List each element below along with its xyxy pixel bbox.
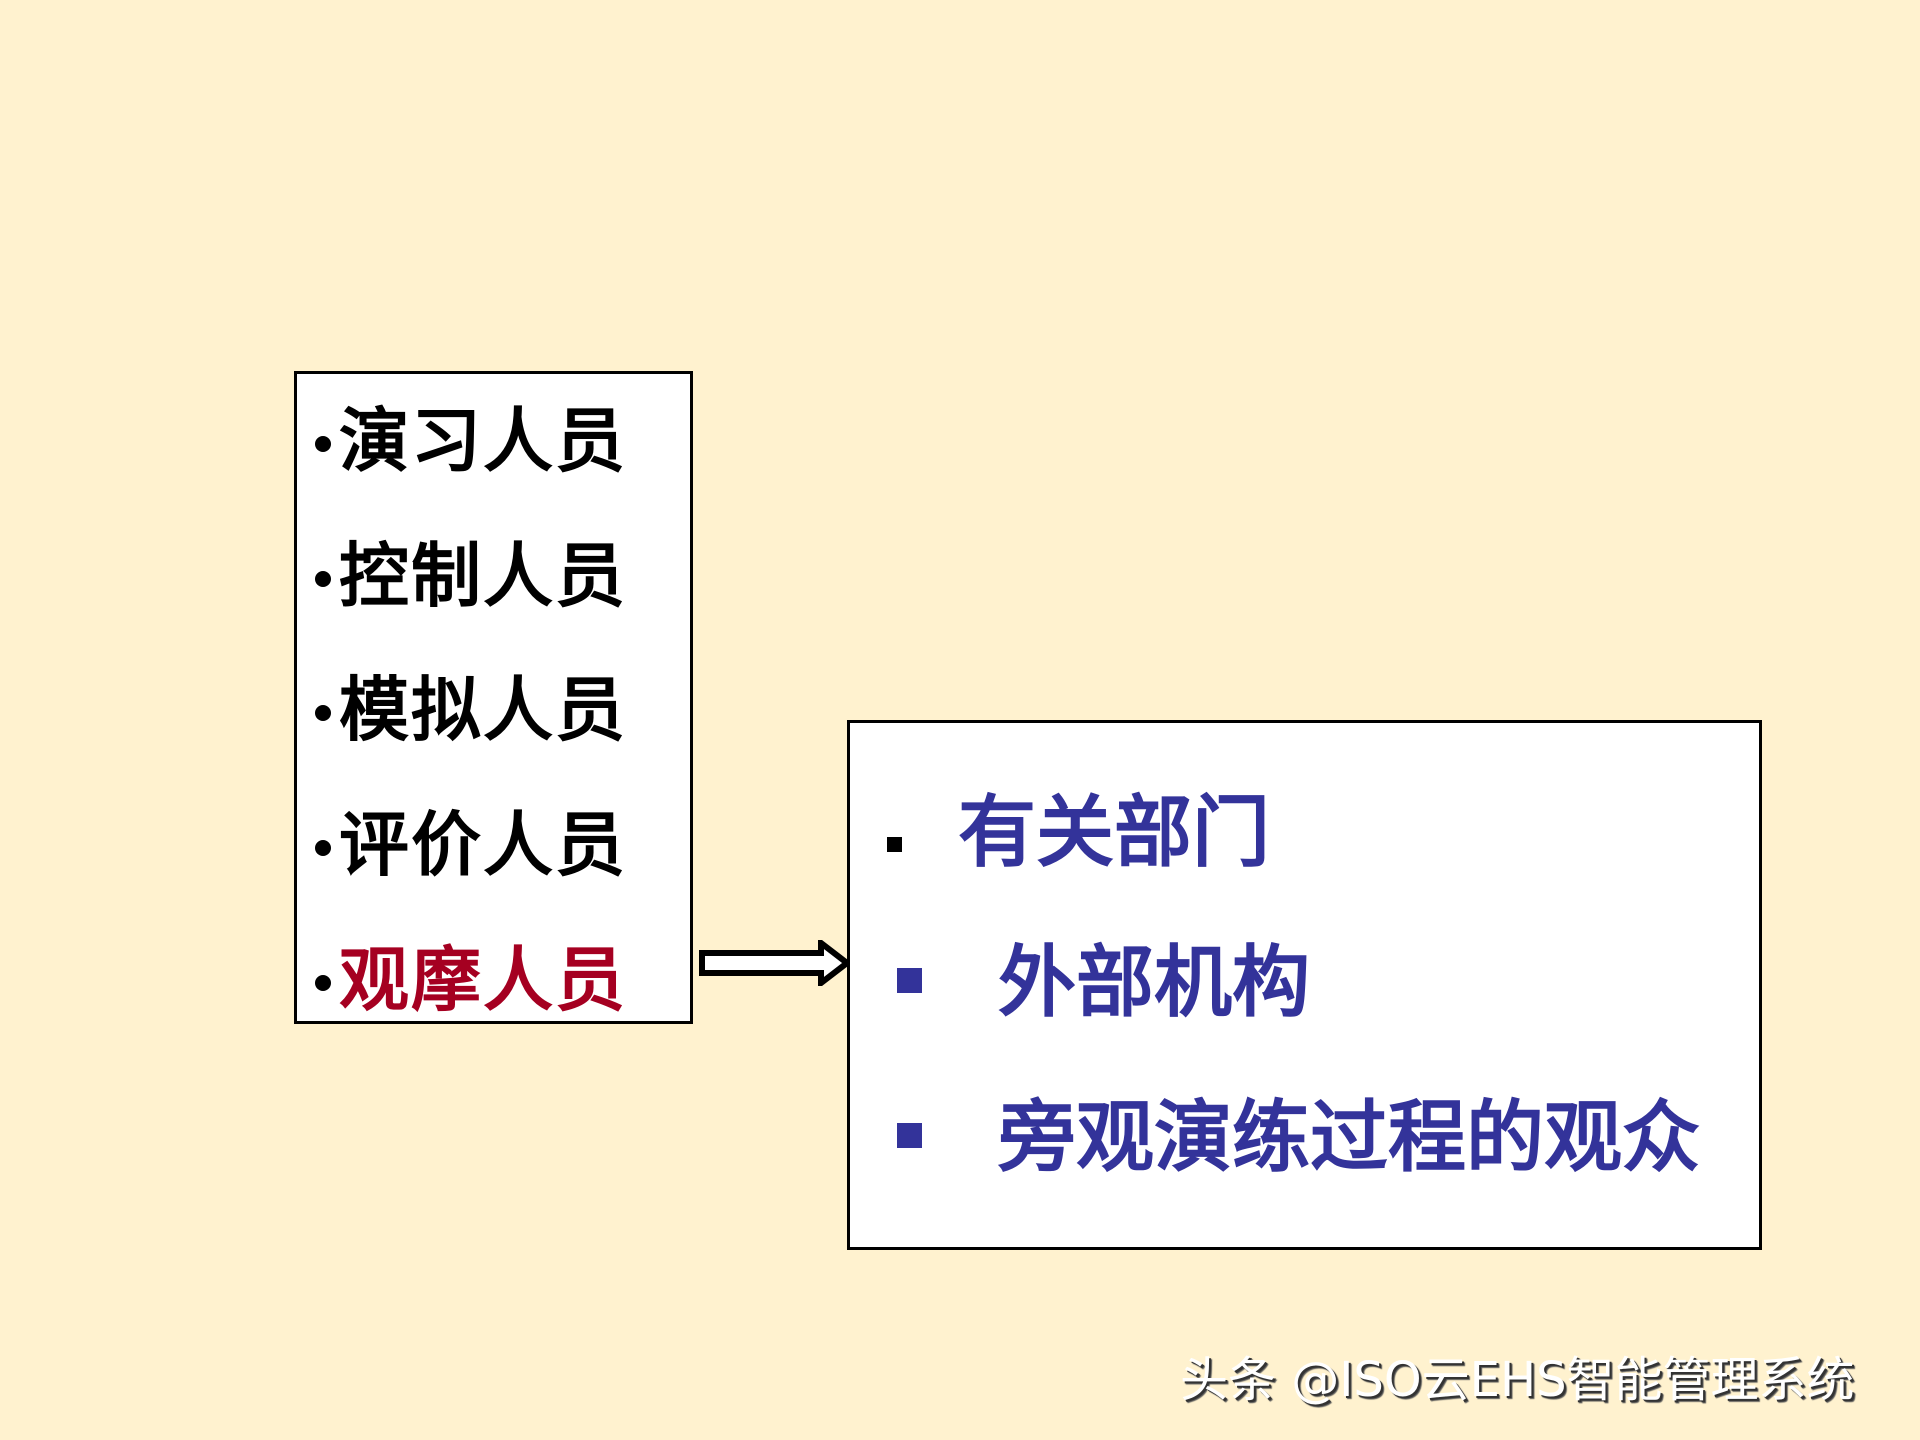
list-item-label: 演习人员	[339, 399, 627, 482]
list-item-label: 评价人员	[339, 803, 627, 886]
bullet-dot-icon	[315, 571, 331, 587]
right-arrow-icon	[699, 940, 851, 986]
bullet-dot-icon	[315, 975, 331, 991]
observer-types-box: 有关部门 外部机构 旁观演练过程的观众	[847, 720, 1762, 1250]
bullet-square-icon	[897, 1123, 922, 1148]
bullet-square-icon	[887, 837, 902, 852]
list-item-evaluation-staff: 评价人员	[315, 800, 627, 890]
list-item-observer-staff: 观摩人员	[315, 935, 627, 1025]
list-item-relevant-departments: 有关部门	[958, 788, 1271, 878]
list-item-spectators: 旁观演练过程的观众	[998, 1093, 1701, 1183]
bullet-dot-icon	[315, 840, 331, 856]
bullet-square-icon	[897, 968, 922, 993]
watermark: 头条 @ISO云EHS智能管理系统	[1180, 1352, 1855, 1408]
list-item-control-staff: 控制人员	[315, 531, 627, 621]
list-item-label: 模拟人员	[339, 668, 627, 751]
bullet-dot-icon	[315, 436, 331, 452]
list-item-exercise-staff: 演习人员	[315, 396, 627, 486]
participant-roles-box: 演习人员 控制人员 模拟人员 评价人员 观摩人员	[294, 371, 693, 1024]
list-item-simulation-staff: 模拟人员	[315, 665, 627, 755]
list-item-label: 观摩人员	[339, 938, 627, 1021]
list-item-label: 控制人员	[339, 534, 627, 617]
list-item-external-agencies: 外部机构	[998, 938, 1311, 1028]
bullet-dot-icon	[315, 705, 331, 721]
